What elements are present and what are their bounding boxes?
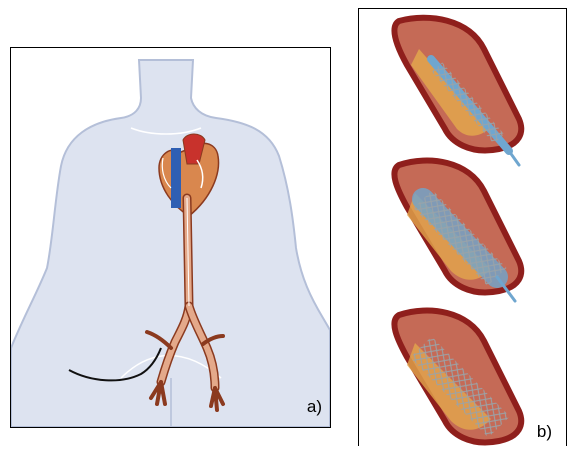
stent-stage-1-collapsed [394, 18, 521, 165]
panel-b-stent-diagram: b) [358, 8, 567, 446]
panel-a-body-diagram: a) [10, 47, 331, 428]
body-illustration [11, 48, 330, 427]
stent-stage-3-deployed [394, 311, 521, 443]
body-silhouette [11, 60, 330, 427]
panel-b-label: b) [537, 422, 552, 442]
stent-stage-2-expanding [394, 161, 521, 301]
panel-a-label: a) [307, 397, 322, 417]
stent-stages-illustration [359, 9, 566, 446]
